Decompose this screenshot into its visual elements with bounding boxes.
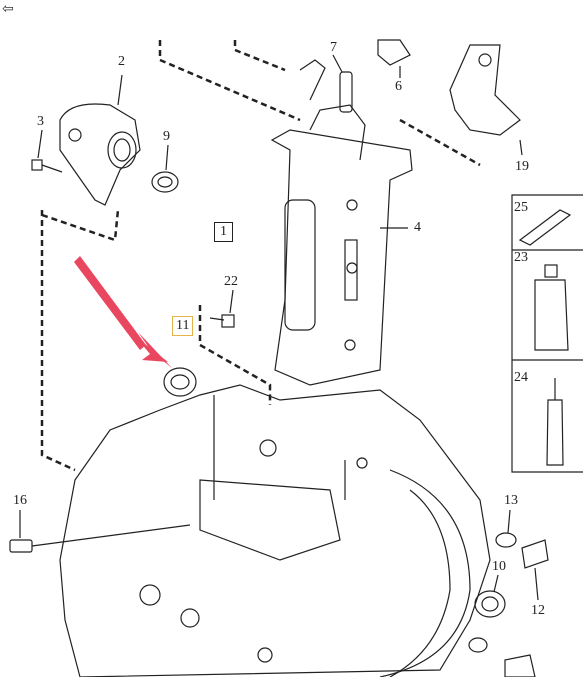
callout-9: 9 (163, 129, 170, 144)
consumables-panel (511, 194, 583, 473)
dashed-guide-left (40, 210, 76, 472)
seal-ring-part-10 (474, 574, 506, 618)
callout-6: 6 (395, 79, 402, 94)
transmission-housing (59, 384, 491, 677)
sealant-tube-part-24 (546, 378, 564, 466)
callout-23: 23 (514, 250, 528, 265)
oil-bottle-part-23 (534, 264, 569, 351)
callout-11-highlighted[interactable]: 11 (172, 316, 194, 336)
callout-19: 19 (515, 159, 529, 174)
dashed-guide-right (399, 118, 481, 167)
callout-12: 12 (531, 603, 545, 618)
callout-4: 4 (414, 220, 421, 235)
clutch-release-bearing (59, 74, 141, 206)
callout-13: 13 (504, 493, 518, 508)
seal-ring-part-9 (151, 144, 179, 193)
callout-24: 24 (514, 370, 528, 385)
dashed-guide-clutch (41, 209, 120, 242)
callout-22: 22 (224, 274, 238, 289)
plug-part-12 (521, 539, 549, 601)
sensor-part-16 (9, 510, 191, 553)
gear-selector-housing (270, 104, 413, 386)
callout-3: 3 (37, 114, 44, 129)
dashed-guide-top2 (233, 40, 286, 72)
bolt-part-22 (209, 289, 235, 328)
shift-rod-part-7 (299, 54, 353, 113)
callout-16: 16 (13, 493, 27, 508)
callout-10: 10 (492, 559, 506, 574)
callout-1: 1 (214, 222, 233, 242)
bolt-part-3 (31, 129, 63, 173)
callout-7: 7 (330, 40, 337, 55)
washer-part-13 (495, 509, 517, 548)
back-arrow-icon[interactable]: ⇦ (2, 1, 14, 17)
mounting-bracket-part-19 (449, 44, 523, 156)
dashed-guide-top (158, 40, 301, 122)
highlight-arrow (74, 256, 172, 368)
seal-ring-part-11 (163, 367, 197, 397)
plug-lower (468, 637, 536, 677)
callout-25: 25 (514, 200, 528, 215)
callout-2: 2 (118, 54, 125, 69)
bracket-part-6 (377, 39, 411, 78)
tape-part-25 (518, 209, 572, 246)
dashed-guide-bolt22 (198, 305, 272, 405)
